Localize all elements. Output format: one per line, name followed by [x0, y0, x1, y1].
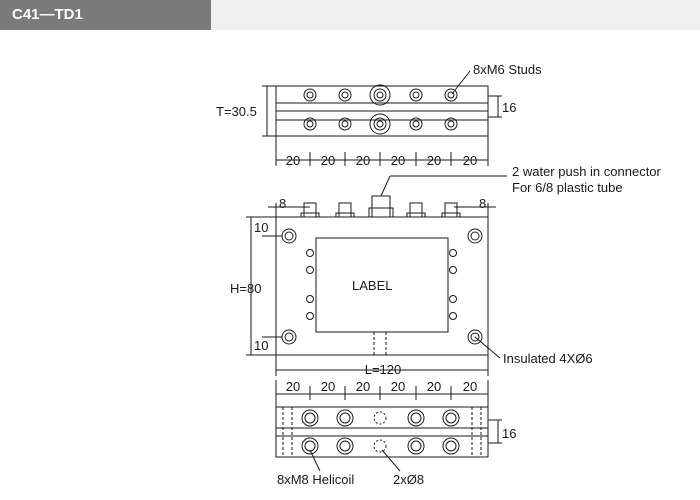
header-tab: C41—TD1 [0, 0, 211, 30]
bottom-spacing-label: 20 [286, 379, 300, 394]
connector-callout-line2: For 6/8 plastic tube [512, 180, 623, 195]
top-spacing-label: 20 [356, 153, 370, 168]
helicoil-callout: 8xM8 Helicoil [277, 472, 354, 487]
bottom-helicoils-lower [301, 437, 460, 455]
bottom-spacing-label: 20 [356, 379, 370, 394]
label-area [315, 237, 449, 333]
bottom-helicoils-upper [301, 409, 460, 427]
bottom-spacing-label: 20 [391, 379, 405, 394]
page-title: C41—TD1 [12, 6, 83, 23]
dim-top-label: 10 [254, 220, 268, 235]
top-studs-upper [303, 84, 458, 106]
side-holes [306, 249, 457, 320]
bottom-spacing-label: 20 [321, 379, 335, 394]
length-label: L=120 [365, 362, 402, 377]
top-spacing-label: 20 [391, 153, 405, 168]
front-view [246, 175, 507, 376]
top-spacing-label: 20 [427, 153, 441, 168]
top-spacing-label: 20 [321, 153, 335, 168]
top-spacing-label: 20 [463, 153, 477, 168]
bottom-hole-callout: 2xØ8 [393, 472, 424, 487]
height-label: H=80 [230, 281, 261, 296]
hole-callout: Insulated 4XØ6 [503, 351, 593, 366]
top-height-dim-label: 16 [502, 100, 516, 115]
connector-callout-line1: 2 water push in connector [512, 164, 662, 179]
dim-bottom-label: 10 [254, 338, 268, 353]
label-text: LABEL [352, 278, 392, 293]
offset-left-label: 8 [279, 196, 286, 211]
top-thickness-label: T=30.5 [216, 104, 257, 119]
bottom-spacing-label: 20 [463, 379, 477, 394]
bottom-view [275, 380, 502, 472]
top-spacing-label: 20 [286, 153, 300, 168]
front-view-body [275, 216, 489, 356]
top-view [262, 70, 502, 166]
bottom-height-dim-label: 16 [502, 426, 516, 441]
top-studs-lower [303, 113, 458, 135]
studs-callout: 8xM6 Studs [473, 62, 542, 77]
front-connectors [300, 195, 461, 218]
bottom-spacing-label: 20 [427, 379, 441, 394]
offset-right-label: 8 [479, 196, 486, 211]
bottom-view-body [275, 406, 489, 458]
